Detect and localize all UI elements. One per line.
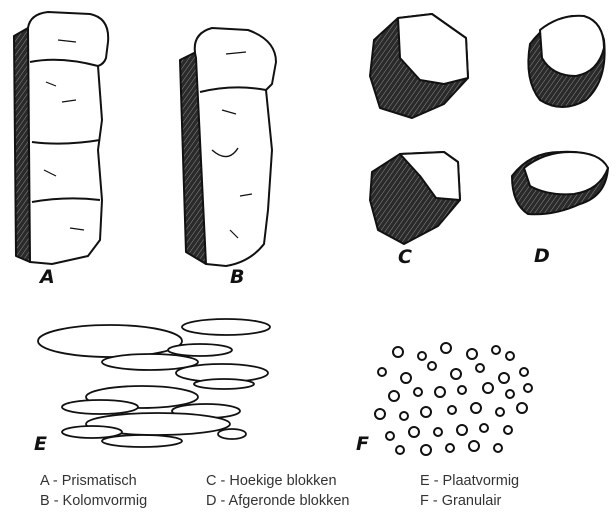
label-f: F [356, 433, 369, 455]
legend-item-a: A - Prismatisch [40, 471, 147, 491]
soil-structure-figure: A B C D E [0, 0, 616, 460]
angular-blocky-aggregates-drawing [370, 14, 468, 244]
legend: A - Prismatisch B - Kolomvormig C - Hoek… [0, 471, 616, 519]
columnar-aggregate-drawing [180, 28, 276, 266]
platy-aggregates-drawing [38, 319, 270, 447]
legend-item-d: D - Afgeronde blokken [206, 491, 349, 511]
label-c: C [398, 246, 412, 268]
legend-item-c: C - Hoekige blokken [206, 471, 349, 491]
rounded-blocky-aggregates-drawing [512, 16, 608, 215]
label-d: D [534, 245, 550, 267]
legend-item-b: B - Kolomvormig [40, 491, 147, 511]
legend-column-3: E - Plaatvormig F - Granulair [420, 471, 519, 511]
label-e: E [34, 433, 47, 455]
prismatic-aggregate-drawing [14, 12, 108, 264]
label-b: B [230, 266, 244, 288]
granular-aggregates-drawing [375, 343, 532, 455]
legend-item-e: E - Plaatvormig [420, 471, 519, 491]
legend-column-2: C - Hoekige blokken D - Afgeronde blokke… [206, 471, 349, 511]
legend-item-f: F - Granulair [420, 491, 519, 511]
label-a: A [38, 266, 55, 288]
legend-column-1: A - Prismatisch B - Kolomvormig [40, 471, 147, 511]
